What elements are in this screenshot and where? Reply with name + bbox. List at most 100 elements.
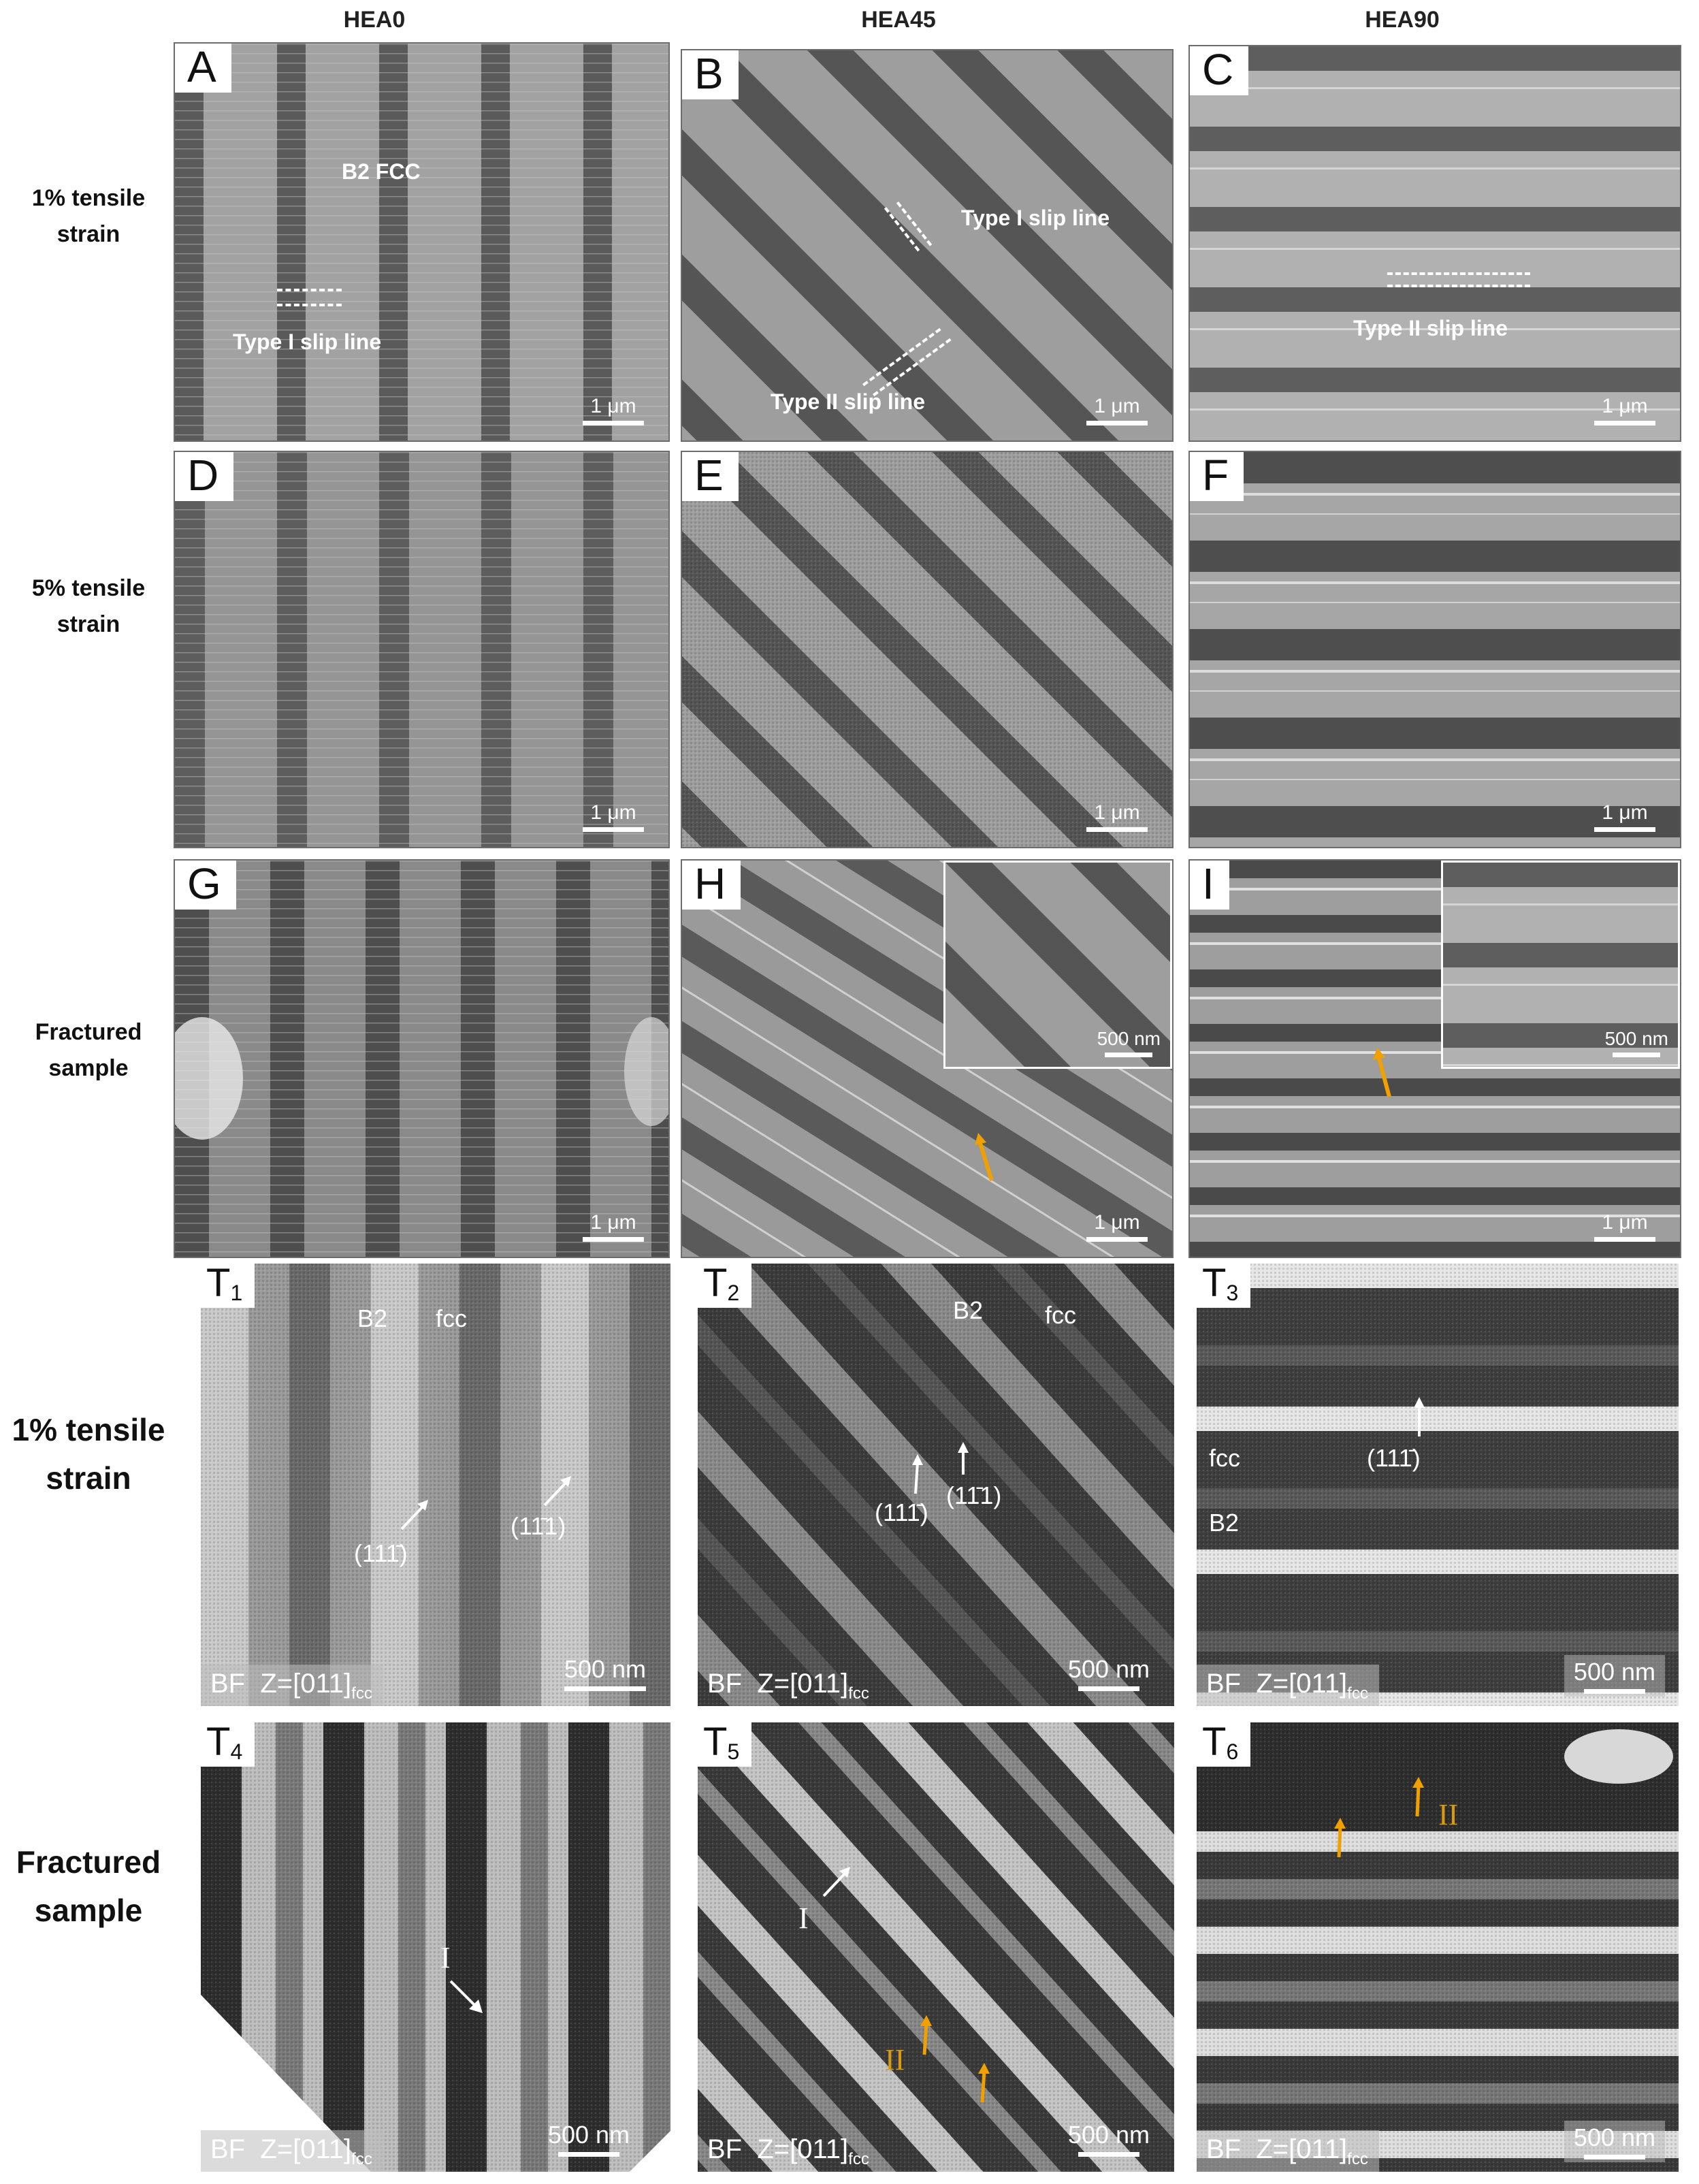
panel-b-slip1-label: Type I slip line <box>961 206 1110 230</box>
panel-e-scale-line <box>1086 827 1148 832</box>
panel-t6-arrow-yellow-1 <box>1334 1818 1346 1858</box>
row-label-1: 1% tensile strain <box>7 180 170 252</box>
panel-t4-letter-sub: 4 <box>230 1739 243 1764</box>
panel-t1-imaging-info: BF Z=[011]fcc <box>201 1665 383 1706</box>
row-label-4-line2: strain <box>46 1460 131 1496</box>
panel-e-scale-bar: 1 μm <box>1086 801 1148 832</box>
panel-t5-zone: Z=[011] <box>757 2134 849 2164</box>
panel-f-letter: F <box>1190 452 1244 501</box>
panel-t3-letter-main: T <box>1202 1264 1227 1305</box>
panel-a-slip-dash-2 <box>277 304 342 306</box>
panel-c: C Type II slip line 1 μm <box>1188 45 1681 442</box>
panel-a-scale-text: 1 μm <box>590 395 636 417</box>
panel-t4-zone: Z=[011] <box>260 2134 352 2164</box>
panel-a: A B2 FCC Type I slip line 1 μm <box>174 42 670 442</box>
panel-t3-image <box>1197 1264 1679 1706</box>
panel-t2-b2-label: B2 <box>953 1296 984 1324</box>
panel-t1-arrow-2 <box>543 1476 571 1507</box>
panel-a-scale-bar: 1 μm <box>583 395 644 425</box>
panel-t6-bf: BF <box>1206 2134 1242 2164</box>
panel-t6-type2-label: II <box>1438 1798 1459 1831</box>
panel-t4-scale-text: 500 nm <box>547 2121 630 2149</box>
panel-t1-arrow-1 <box>400 1500 428 1530</box>
panel-t5-arrow-yellow-1 <box>920 2015 932 2055</box>
panel-t3-scale-text: 500 nm <box>1573 1658 1655 1686</box>
panel-t6-scale-text: 500 nm <box>1573 2123 1655 2151</box>
panel-f-scale-bar: 1 μm <box>1594 801 1655 832</box>
panel-t1-scale-line <box>564 1686 646 1691</box>
panel-t3-bf: BF <box>1206 1669 1242 1699</box>
panel-t1: T1 B2 fcc (111̄) (11̄1) BF Z=[011]fcc 50… <box>201 1264 670 1706</box>
panel-i-letter: I <box>1190 861 1229 910</box>
panel-d-scale-text: 1 μm <box>590 801 636 824</box>
panel-t3: T3 (111̄) fcc B2 BF Z=[011]fcc 500 nm <box>1197 1264 1679 1706</box>
panel-t5-bf: BF <box>707 2134 743 2164</box>
panel-t1-zone: Z=[011] <box>260 1669 352 1699</box>
panel-t5-letter-main: T <box>703 1722 728 1764</box>
panel-h-inset-image <box>945 863 1170 1067</box>
panel-h: 500 nm H 1 μm <box>681 859 1174 1258</box>
panel-d: D 1 μm <box>174 451 670 848</box>
panel-d-scale-line <box>583 827 644 832</box>
panel-i-arrow <box>1373 1048 1391 1097</box>
panel-t3-letter: T3 <box>1197 1264 1251 1308</box>
panel-h-inset-scale-text: 500 nm <box>1097 1028 1161 1049</box>
panel-g: G 1 μm <box>174 859 670 1258</box>
panel-t2-zone-sub: fcc <box>848 1684 869 1703</box>
panel-i-inset: 500 nm <box>1441 861 1680 1069</box>
panel-h-scale-bar: 1 μm <box>1086 1211 1148 1242</box>
panel-t4-zone-sub: fcc <box>351 2150 372 2168</box>
panel-d-letter: D <box>175 452 234 501</box>
panel-t6-scale-line <box>1583 2155 1645 2159</box>
panel-h-inset: 500 nm <box>943 861 1172 1069</box>
panel-t1-letter-main: T <box>206 1264 231 1305</box>
panel-t2-letter-main: T <box>703 1264 728 1305</box>
panel-t5-scale-bar: 500 nm <box>1068 2121 1150 2157</box>
panel-c-slip-dash-2 <box>1387 285 1530 287</box>
panel-g-scale-text: 1 μm <box>590 1211 636 1234</box>
panel-t5: T5 I II BF Z=[011]fcc 500 nm <box>698 1722 1174 2172</box>
panel-f-image <box>1190 452 1680 847</box>
panel-t2-letter-sub: 2 <box>727 1281 740 1305</box>
panel-t6-letter-main: T <box>1202 1722 1227 1764</box>
panel-a-slip-dash-1 <box>277 289 342 291</box>
panel-t2-fcc-label: fcc <box>1045 1301 1077 1329</box>
row-label-2-line1: 5% tensile <box>31 575 146 601</box>
panel-t6-image <box>1197 1722 1679 2172</box>
panel-t1-b2-label: B2 <box>357 1304 388 1332</box>
panel-c-slip-dash-1 <box>1387 272 1530 275</box>
row-label-5: Fractured sample <box>7 1838 170 1936</box>
panel-t2: T2 B2 fcc (111̄) (11̄1) BF Z=[011]fcc 50… <box>698 1264 1174 1706</box>
panel-c-image <box>1190 46 1680 440</box>
panel-t6: T6 II BF Z=[011]fcc 500 nm <box>1197 1722 1679 2172</box>
panel-c-scale-line <box>1594 421 1655 425</box>
panel-d-image <box>175 452 668 847</box>
panel-d-scale-bar: 1 μm <box>583 801 644 832</box>
panel-t3-plane-1: (111̄) <box>1367 1444 1421 1472</box>
panel-t2-scale-bar: 500 nm <box>1068 1655 1150 1691</box>
panel-t5-scale-text: 500 nm <box>1067 2121 1150 2149</box>
panel-h-scale-line <box>1086 1237 1148 1242</box>
panel-t3-zone-sub: fcc <box>1347 1684 1368 1703</box>
panel-t4-scale-line <box>557 2152 619 2157</box>
panel-b-scale-line <box>1086 421 1148 425</box>
panel-i-inset-scale-line <box>1613 1053 1661 1057</box>
panel-t5-letter-sub: 5 <box>727 1739 740 1764</box>
panel-g-image <box>175 861 668 1257</box>
row-label-5-line2: sample <box>34 1893 143 1929</box>
panel-t5-scale-line <box>1078 2152 1139 2157</box>
panel-i: 500 nm I 1 μm <box>1188 859 1681 1258</box>
row-label-3: Fractured sample <box>7 1014 170 1086</box>
panel-h-letter: H <box>682 861 741 910</box>
panel-t3-imaging-info: BF Z=[011]fcc <box>1197 1665 1379 1706</box>
panel-e: E 1 μm <box>681 451 1174 848</box>
row-label-2-line2: strain <box>56 611 120 637</box>
panel-b-slip2-label: Type II slip line <box>771 389 926 414</box>
panel-t3-zone: Z=[011] <box>1256 1669 1348 1699</box>
panel-a-slip-label: Type I slip line <box>233 330 382 354</box>
panel-a-image <box>175 44 668 440</box>
panel-t5-letter: T5 <box>698 1722 752 1767</box>
panel-t4-image <box>201 1722 670 2172</box>
panel-t3-scale-bar: 500 nm <box>1564 1655 1665 1697</box>
row-label-4: 1% tensile strain <box>7 1406 170 1503</box>
